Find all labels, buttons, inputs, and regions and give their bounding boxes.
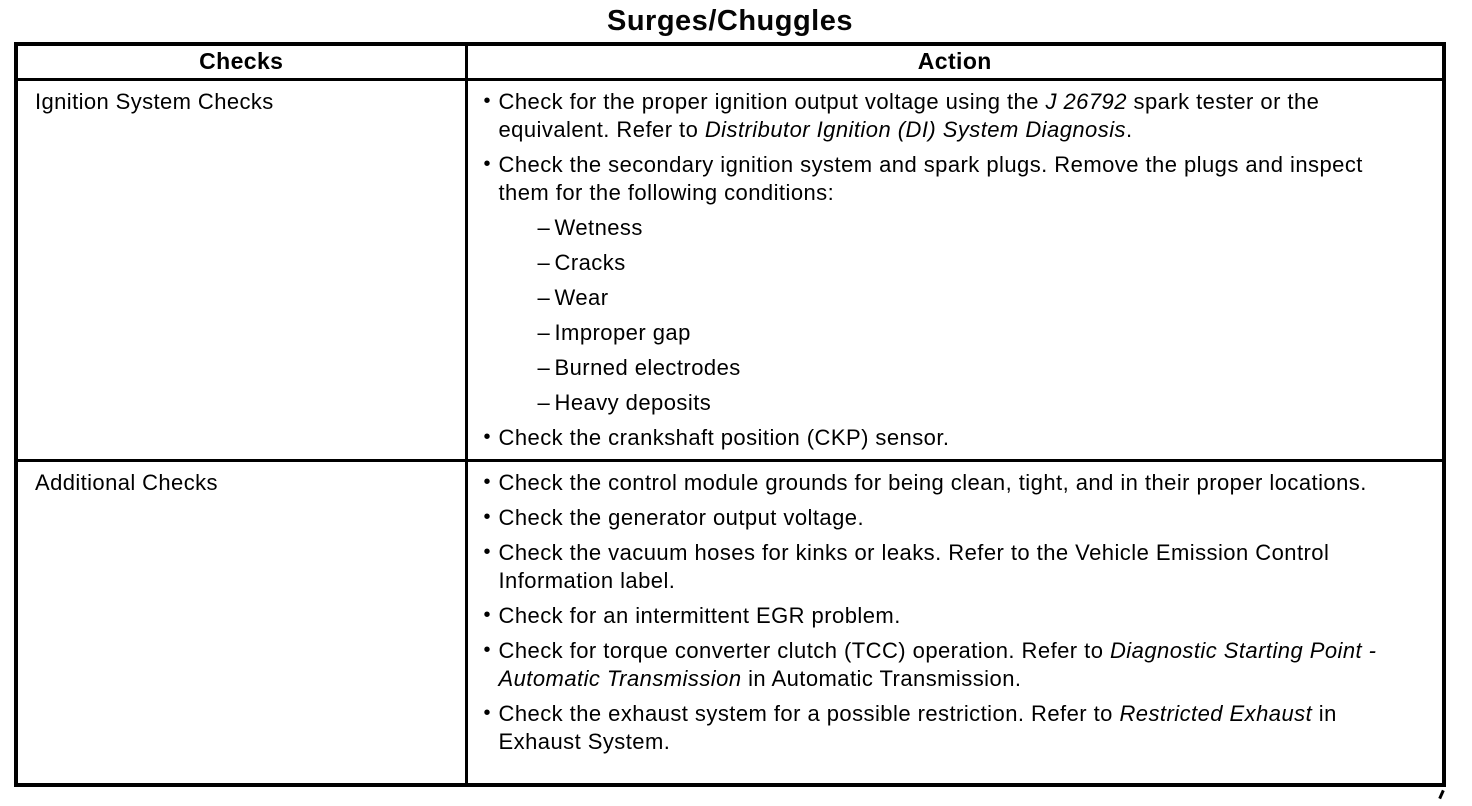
action-column-header: Action xyxy=(464,42,1446,81)
action-cell: • Check for the proper ignition output vo… xyxy=(464,78,1446,462)
bullet-icon: • xyxy=(483,702,491,724)
condition-item: –Cracks xyxy=(538,249,1393,277)
bullet-icon: • xyxy=(483,471,491,493)
condition-item: –Wear xyxy=(538,284,1393,312)
check-cell: Additional Checks xyxy=(14,459,468,786)
condition-text: Wear xyxy=(554,285,609,310)
action-text: Check for an intermittent EGR problem. xyxy=(498,603,901,628)
action-item: • Check for an intermittent EGR problem. xyxy=(468,602,1393,630)
action-text: Check the vacuum hoses for kinks or leak… xyxy=(498,540,1330,593)
action-item: • Check the crankshaft position (CKP) sen… xyxy=(468,424,1393,452)
scan-artifact-mark xyxy=(1438,789,1445,800)
bullet-icon: • xyxy=(483,541,491,563)
condition-item: –Improper gap xyxy=(538,319,1393,347)
diagnostic-table: Checks Action Ignition System Checks • Che… xyxy=(14,42,1446,787)
action-cell: • Check the control module grounds for be… xyxy=(464,459,1446,786)
dash-icon: – xyxy=(537,285,551,310)
action-text: Check the generator output voltage. xyxy=(498,505,865,530)
page-title: Surges/Chuggles xyxy=(607,5,853,37)
condition-text: Improper gap xyxy=(554,320,691,345)
action-item: • Check the secondary ignition system and… xyxy=(468,151,1393,417)
check-cell: Ignition System Checks xyxy=(14,78,468,462)
bullet-icon: • xyxy=(483,153,491,175)
action-item: • Check for the proper ignition output vo… xyxy=(468,88,1393,144)
dash-icon: – xyxy=(537,390,551,415)
checks-column-header: Checks xyxy=(14,42,468,81)
bullet-icon: • xyxy=(483,604,491,626)
header-row: Checks Action xyxy=(14,42,1446,81)
action-text: Check the exhaust system for a possible … xyxy=(498,701,1337,754)
action-text: Check for the proper ignition output vol… xyxy=(498,89,1320,142)
condition-text: Cracks xyxy=(554,250,626,275)
condition-text: Burned electrodes xyxy=(554,355,741,380)
condition-item: –Burned electrodes xyxy=(538,354,1393,382)
condition-text: Heavy deposits xyxy=(554,390,712,415)
dash-icon: – xyxy=(537,355,551,380)
table-row: Additional Checks • Check the control modu… xyxy=(14,459,1446,786)
action-text: Check the control module grounds for bei… xyxy=(498,470,1367,495)
condition-item: –Wetness xyxy=(538,214,1393,242)
bullet-icon: • xyxy=(483,426,491,448)
action-text: Check the crankshaft position (CKP) sens… xyxy=(498,425,950,450)
action-item: • Check for torque converter clutch (TCC)… xyxy=(468,637,1393,693)
dash-icon: – xyxy=(537,320,551,345)
action-text: Check for torque converter clutch (TCC) … xyxy=(498,638,1377,691)
table-body: Ignition System Checks • Check for the pro… xyxy=(14,78,1446,786)
condition-list: –Wetness–Cracks–Wear–Improper gap–Burned… xyxy=(499,214,1393,417)
action-item: • Check the generator output voltage. xyxy=(468,504,1393,532)
table-row: Ignition System Checks • Check for the pro… xyxy=(14,78,1446,462)
action-item: • Check the control module grounds for be… xyxy=(468,469,1393,497)
bullet-icon: • xyxy=(483,90,491,112)
action-item: • Check the exhaust system for a possible… xyxy=(468,700,1393,756)
action-text: Check the secondary ignition system and … xyxy=(498,152,1363,205)
dash-icon: – xyxy=(537,250,551,275)
condition-item: –Heavy deposits xyxy=(538,389,1393,417)
dash-icon: – xyxy=(537,215,551,240)
action-item: • Check the vacuum hoses for kinks or lea… xyxy=(468,539,1393,595)
condition-text: Wetness xyxy=(554,215,643,240)
bullet-icon: • xyxy=(483,639,491,661)
bullet-icon: • xyxy=(483,506,491,528)
